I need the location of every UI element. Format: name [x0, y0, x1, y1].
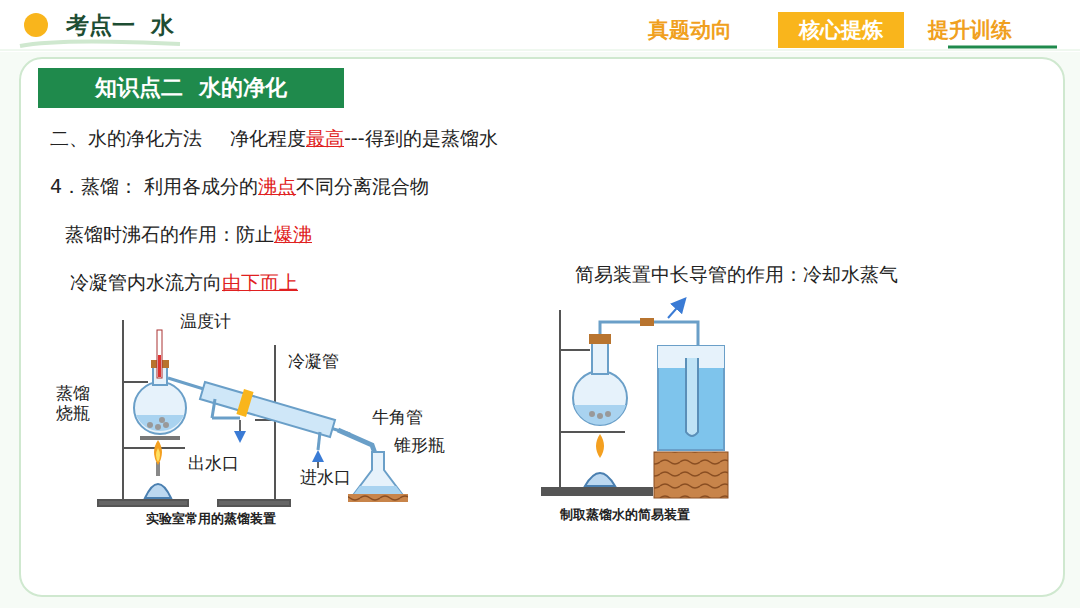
- part-label: 蒸馏 烧瓶: [56, 384, 93, 423]
- node-text: 核心提炼: [799, 16, 883, 44]
- body-text: 不同分离混合物: [296, 174, 429, 200]
- slide-title: 考点一 水: [66, 10, 174, 41]
- part-label: 出水口: [188, 452, 239, 475]
- text-line: 提升训练: [928, 16, 1012, 44]
- body-text: 4．蒸馏：: [50, 174, 138, 200]
- body-text: 二、水的净化方法: [50, 126, 202, 152]
- figure-caption: 实验室常用的蒸馏装置: [146, 510, 276, 528]
- part-label: 温度计: [180, 310, 231, 333]
- part-label: 冷凝管: [288, 350, 339, 373]
- body-text: 简易装置中长导管的作用：冷却水蒸气: [575, 262, 898, 288]
- node-text: 知识点二 水的净化: [95, 73, 286, 103]
- body-text: 冷凝管内水流方向: [70, 270, 222, 296]
- body-text: 净化程度: [230, 126, 306, 152]
- text-line: 二、水的净化方法: [50, 126, 202, 152]
- part-label: 牛角管: [372, 406, 423, 429]
- text-line: 净化程度最高---得到的是蒸馏水: [230, 126, 498, 152]
- text-line: 蒸馏时沸石的作用：防止爆沸: [65, 222, 312, 248]
- key-term: 由下而上: [222, 270, 298, 296]
- part-label: 进水口: [300, 466, 351, 489]
- key-term: 沸点: [258, 174, 296, 200]
- body-text: ---得到的是蒸馏水: [344, 126, 498, 152]
- part-label: 锥形瓶: [394, 434, 445, 457]
- section-band: 知识点二 水的净化: [38, 68, 344, 108]
- body-text: 提升训练: [928, 16, 1012, 44]
- text-line: 4．蒸馏：利用各成分的沸点不同分离混合物: [50, 174, 429, 200]
- body-text: 真题动向: [648, 16, 732, 44]
- active-tab: 核心提炼: [778, 12, 904, 48]
- figure-caption: 制取蒸馏水的简易装置: [560, 506, 690, 524]
- body-text: 蒸馏时沸石的作用：防止: [65, 222, 274, 248]
- key-term: 爆沸: [274, 222, 312, 248]
- text-line: 真题动向: [648, 16, 732, 44]
- text-line: 简易装置中长导管的作用：冷却水蒸气: [575, 262, 898, 288]
- body-text: 利用各成分的: [144, 174, 258, 200]
- text-line: 冷凝管内水流方向由下而上: [70, 270, 298, 296]
- key-term: 最高: [306, 126, 344, 152]
